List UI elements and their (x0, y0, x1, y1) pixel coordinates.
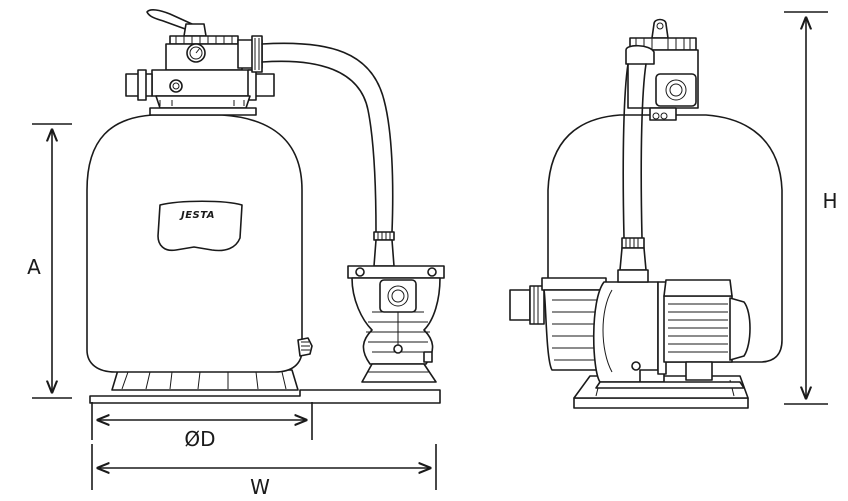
brand-badge (157, 200, 243, 252)
pump-port (379, 279, 417, 313)
pump-front (347, 265, 445, 383)
dim-d-label: ØD (184, 427, 215, 451)
filter-tank: JESTA (86, 114, 313, 373)
dim-h-label: H (822, 189, 837, 213)
multiport-valve (125, 9, 275, 116)
dim-w-label: W (250, 475, 270, 499)
side-valve (627, 18, 699, 121)
base-plate (89, 369, 441, 404)
dimension-lines: A ØD W H (27, 11, 838, 499)
brand-label: JESTA (179, 210, 215, 221)
dim-a-label: A (27, 255, 41, 279)
side-view (509, 18, 783, 409)
side-hose (619, 44, 655, 271)
drain-knob (297, 337, 313, 357)
connecting-hose (261, 42, 395, 267)
front-view: JESTA (86, 9, 445, 404)
side-pump (509, 269, 751, 389)
